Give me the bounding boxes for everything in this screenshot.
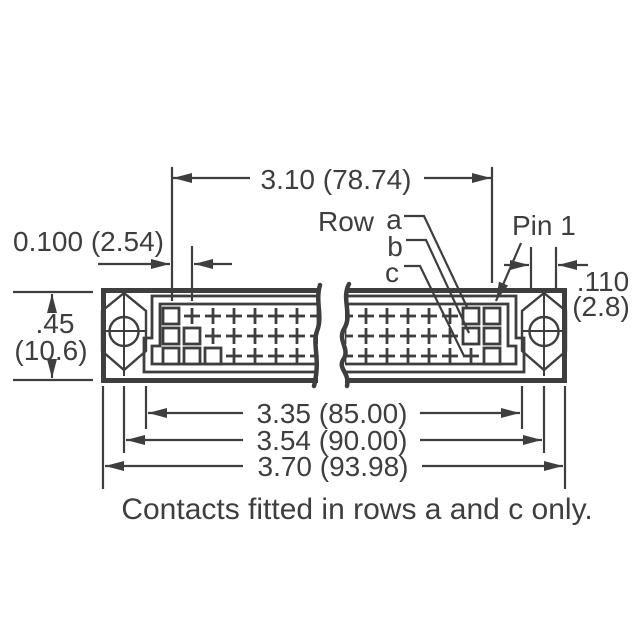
contact-grid-right <box>335 306 502 366</box>
dim-body-height-in-text: .45 <box>36 308 75 339</box>
row-b-label: b <box>387 231 403 262</box>
pin1-callout: Pin 1 <box>494 210 576 302</box>
break-line-left <box>311 282 323 389</box>
row-c-leader <box>404 264 465 357</box>
mounting-hole-left <box>100 290 148 376</box>
pin1-label: Pin 1 <box>512 210 576 241</box>
row-c-label: c <box>385 257 399 288</box>
insert-shroud <box>142 294 526 374</box>
contact-grid-left <box>161 306 328 366</box>
dimension-top-span: 3.10 (78.74) <box>170 164 494 301</box>
dimension-overall-length: 3.70 (93.98) <box>101 386 567 489</box>
dim-overall-length-text: 3.70 (93.98) <box>258 451 409 482</box>
row-a-leader <box>404 214 468 308</box>
dimension-body-height: .45 (10.6) <box>13 290 93 382</box>
mounting-hole-right <box>520 290 568 376</box>
dim-insert-length-text: 3.35 (85.00) <box>257 398 408 429</box>
dimension-contact-pitch: 0.100 (2.54) <box>13 226 232 301</box>
row-b-leader <box>406 238 470 334</box>
dim-top-span-text: 3.10 (78.74) <box>261 164 412 195</box>
row-a-label: a <box>386 204 402 235</box>
dim-contact-pitch-text: 0.100 (2.54) <box>13 226 164 257</box>
dim-pin-offset-mm-text: (2.8) <box>572 291 630 322</box>
dimension-mounting-hole-spacing: 3.54 (90.00) <box>122 386 546 456</box>
pin1-leader <box>494 242 523 302</box>
break-line-right <box>339 281 352 389</box>
dimension-pin-offset: .110 (2.8) <box>504 247 630 322</box>
row-label: Row <box>318 206 375 237</box>
dimension-insert-length: 3.35 (85.00) <box>144 386 524 429</box>
caption: Contacts fitted in rows a and c only. <box>121 493 592 526</box>
row-labels: Row a b c <box>318 204 470 357</box>
dim-mounting-hole-spacing-text: 3.54 (90.00) <box>257 425 408 456</box>
dim-body-height-mm-text: (10.6) <box>14 335 87 366</box>
dim-pin-offset-in-text: .110 <box>577 266 629 297</box>
